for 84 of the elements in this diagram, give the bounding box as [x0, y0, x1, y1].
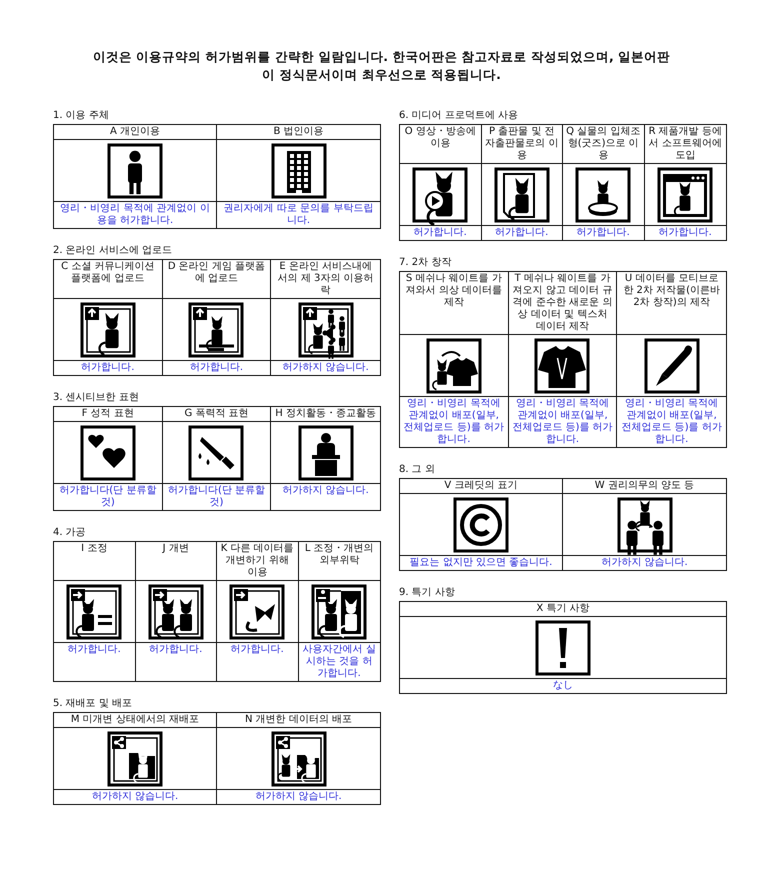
permission-column	[54, 713, 217, 804]
column-header: A 개인이용	[110, 126, 160, 138]
permission-column	[162, 260, 272, 375]
column-header: C 소셜 커뮤니케이션 플랫폼에 업로드	[60, 261, 156, 285]
section-heading: 1. 이용 주체	[53, 109, 109, 122]
permission-column	[136, 542, 217, 681]
permission-text: 허가하지 않습니다.	[255, 791, 342, 803]
column-header: Q 실물의 입체조형(굿즈)으로 이용	[566, 126, 640, 162]
permission-column	[54, 125, 217, 228]
section-heading: 2. 온라인 서비스에 업로드	[53, 244, 172, 257]
column-header: I 조정	[81, 543, 108, 555]
permission-column	[400, 479, 563, 570]
column-header: N 개변한 데이터의 배포	[244, 714, 352, 726]
permission-column	[217, 542, 298, 681]
permission-column	[482, 125, 563, 240]
permission-text: 허가하지 않습니다.	[601, 557, 688, 569]
permission-text: 허가합니다(단 분류할 것)	[166, 485, 266, 509]
permission-column	[54, 542, 136, 681]
permission-table	[399, 271, 727, 448]
permission-text: 권리자에게 따로 문의를 부탁드립니다.	[222, 203, 374, 227]
permission-text: 필요는 없지만 있으면 좋습니다.	[410, 557, 552, 569]
permission-column	[400, 272, 509, 447]
permission-table	[399, 478, 727, 571]
page-title: 이것은 이용규약의 허가범위를 간략한 일람입니다. 한국어판은 참고자료로 작성되었으며, 일본어판이 정식문서이며 최우선으로 적용됩니다.	[92, 48, 672, 84]
column-header: O 영상・방송에 이용	[404, 126, 477, 150]
permission-text: 허가합니다.	[576, 227, 630, 239]
permission-text: 허가합니다(단 분류할 것)	[58, 485, 158, 509]
permission-text: 허가하지 않습니다.	[282, 485, 369, 497]
column-header: V 크레딧의 표기	[444, 480, 518, 492]
permission-text: 허가합니다.	[658, 227, 712, 239]
permission-column	[563, 125, 644, 240]
permission-text: 허가하지 않습니다.	[92, 791, 178, 803]
permission-column	[162, 407, 272, 510]
permission-column	[54, 407, 163, 510]
permission-table	[53, 124, 381, 229]
section-heading: 9. 특기 사항	[399, 586, 455, 599]
permission-text: 허가합니다.	[414, 227, 467, 239]
column-header: L 조정・개변의 외부위탁	[304, 543, 375, 567]
column-header: G 폭력적 표현	[184, 408, 249, 420]
column-header: H 정치활동・종교활동	[275, 408, 376, 420]
permission-text: 허가합니다.	[190, 362, 244, 374]
permission-text: 허가합니다.	[230, 644, 284, 656]
column-header: K 다른 데이터를 개변하기 위해 이용	[220, 543, 294, 579]
permission-column	[271, 260, 380, 375]
column-header: T 메쉬나 웨이트를 가져오지 않고 데이터 규격에 준수한 새로운 의상 데이터 및 텍스처 데이터 제작	[512, 273, 614, 333]
permission-text: 허가합니다.	[495, 227, 548, 239]
section-heading: 7. 2차 창작	[399, 256, 452, 269]
permission-table	[53, 541, 381, 682]
permission-text: 허가합니다.	[149, 644, 202, 656]
column-header: J 개변	[162, 543, 189, 555]
permission-table	[53, 712, 381, 805]
section-heading: 4. 가공	[53, 526, 86, 539]
permission-text: 영리・비영리 목적에 관계없이 이용을 허가합니다.	[59, 203, 211, 227]
column-header: D 온라인 게임 플랫폼에 업로드	[166, 261, 266, 285]
permission-table	[53, 259, 381, 376]
permission-text: 영리・비영리 목적에 관계없이 배포(일부, 전체업로드 등)를 허가합니다.	[403, 398, 505, 446]
permission-text: 허가합니다.	[68, 644, 121, 656]
permission-text: 영리・비영리 목적에 관계없이 배포(일부, 전체업로드 등)를 허가합니다.	[512, 398, 614, 446]
permission-column	[217, 713, 380, 804]
column-header: S 메쉬나 웨이트를 가져와서 의상 데이터를 제작	[404, 273, 503, 309]
column-header: M 미개변 상태에서의 재배포	[70, 714, 200, 726]
permission-text: 허가하지 않습니다.	[282, 362, 369, 374]
permission-table	[53, 406, 381, 511]
permission-column	[508, 272, 618, 447]
permission-text: 허가합니다.	[81, 362, 134, 374]
permission-text: なし	[553, 680, 573, 692]
column-header: F 성적 표현	[82, 408, 134, 420]
permission-text: 영리・비영리 목적에 관계없이 배포(일부, 전체업로드 등)를 허가합니다.	[620, 398, 723, 446]
permission-text: 사용자간에서 실시하는 것을 허가합니다.	[302, 644, 377, 680]
column-header: P 출판물 및 전자출판물로의 이용	[484, 126, 559, 162]
column-header: B 법인이용	[273, 126, 324, 138]
permission-column	[54, 260, 163, 375]
section-heading: 3. 센시티브한 표현	[53, 391, 139, 404]
column-header: W 권리의무의 양도 등	[594, 480, 694, 492]
permission-column	[400, 125, 482, 240]
section-heading: 8. 그 외	[399, 463, 435, 476]
column-header: E 온라인 서비스내에서의 제 3자의 이용허락	[276, 261, 375, 297]
section-heading: 5. 재배포 및 배포	[53, 697, 132, 710]
section-heading: 6. 미디어 프로덕트에 사용	[399, 109, 518, 122]
column-header: X 특기 사항	[536, 603, 590, 615]
column-header: R 제품개발 등에서 소프트웨어에 도입	[648, 126, 723, 162]
permission-column	[563, 479, 726, 570]
column-header: U 데이터를 모티브로 한 2차 저작물(이른바 2차 창작)의 제작	[622, 273, 721, 309]
permission-table	[399, 124, 727, 241]
